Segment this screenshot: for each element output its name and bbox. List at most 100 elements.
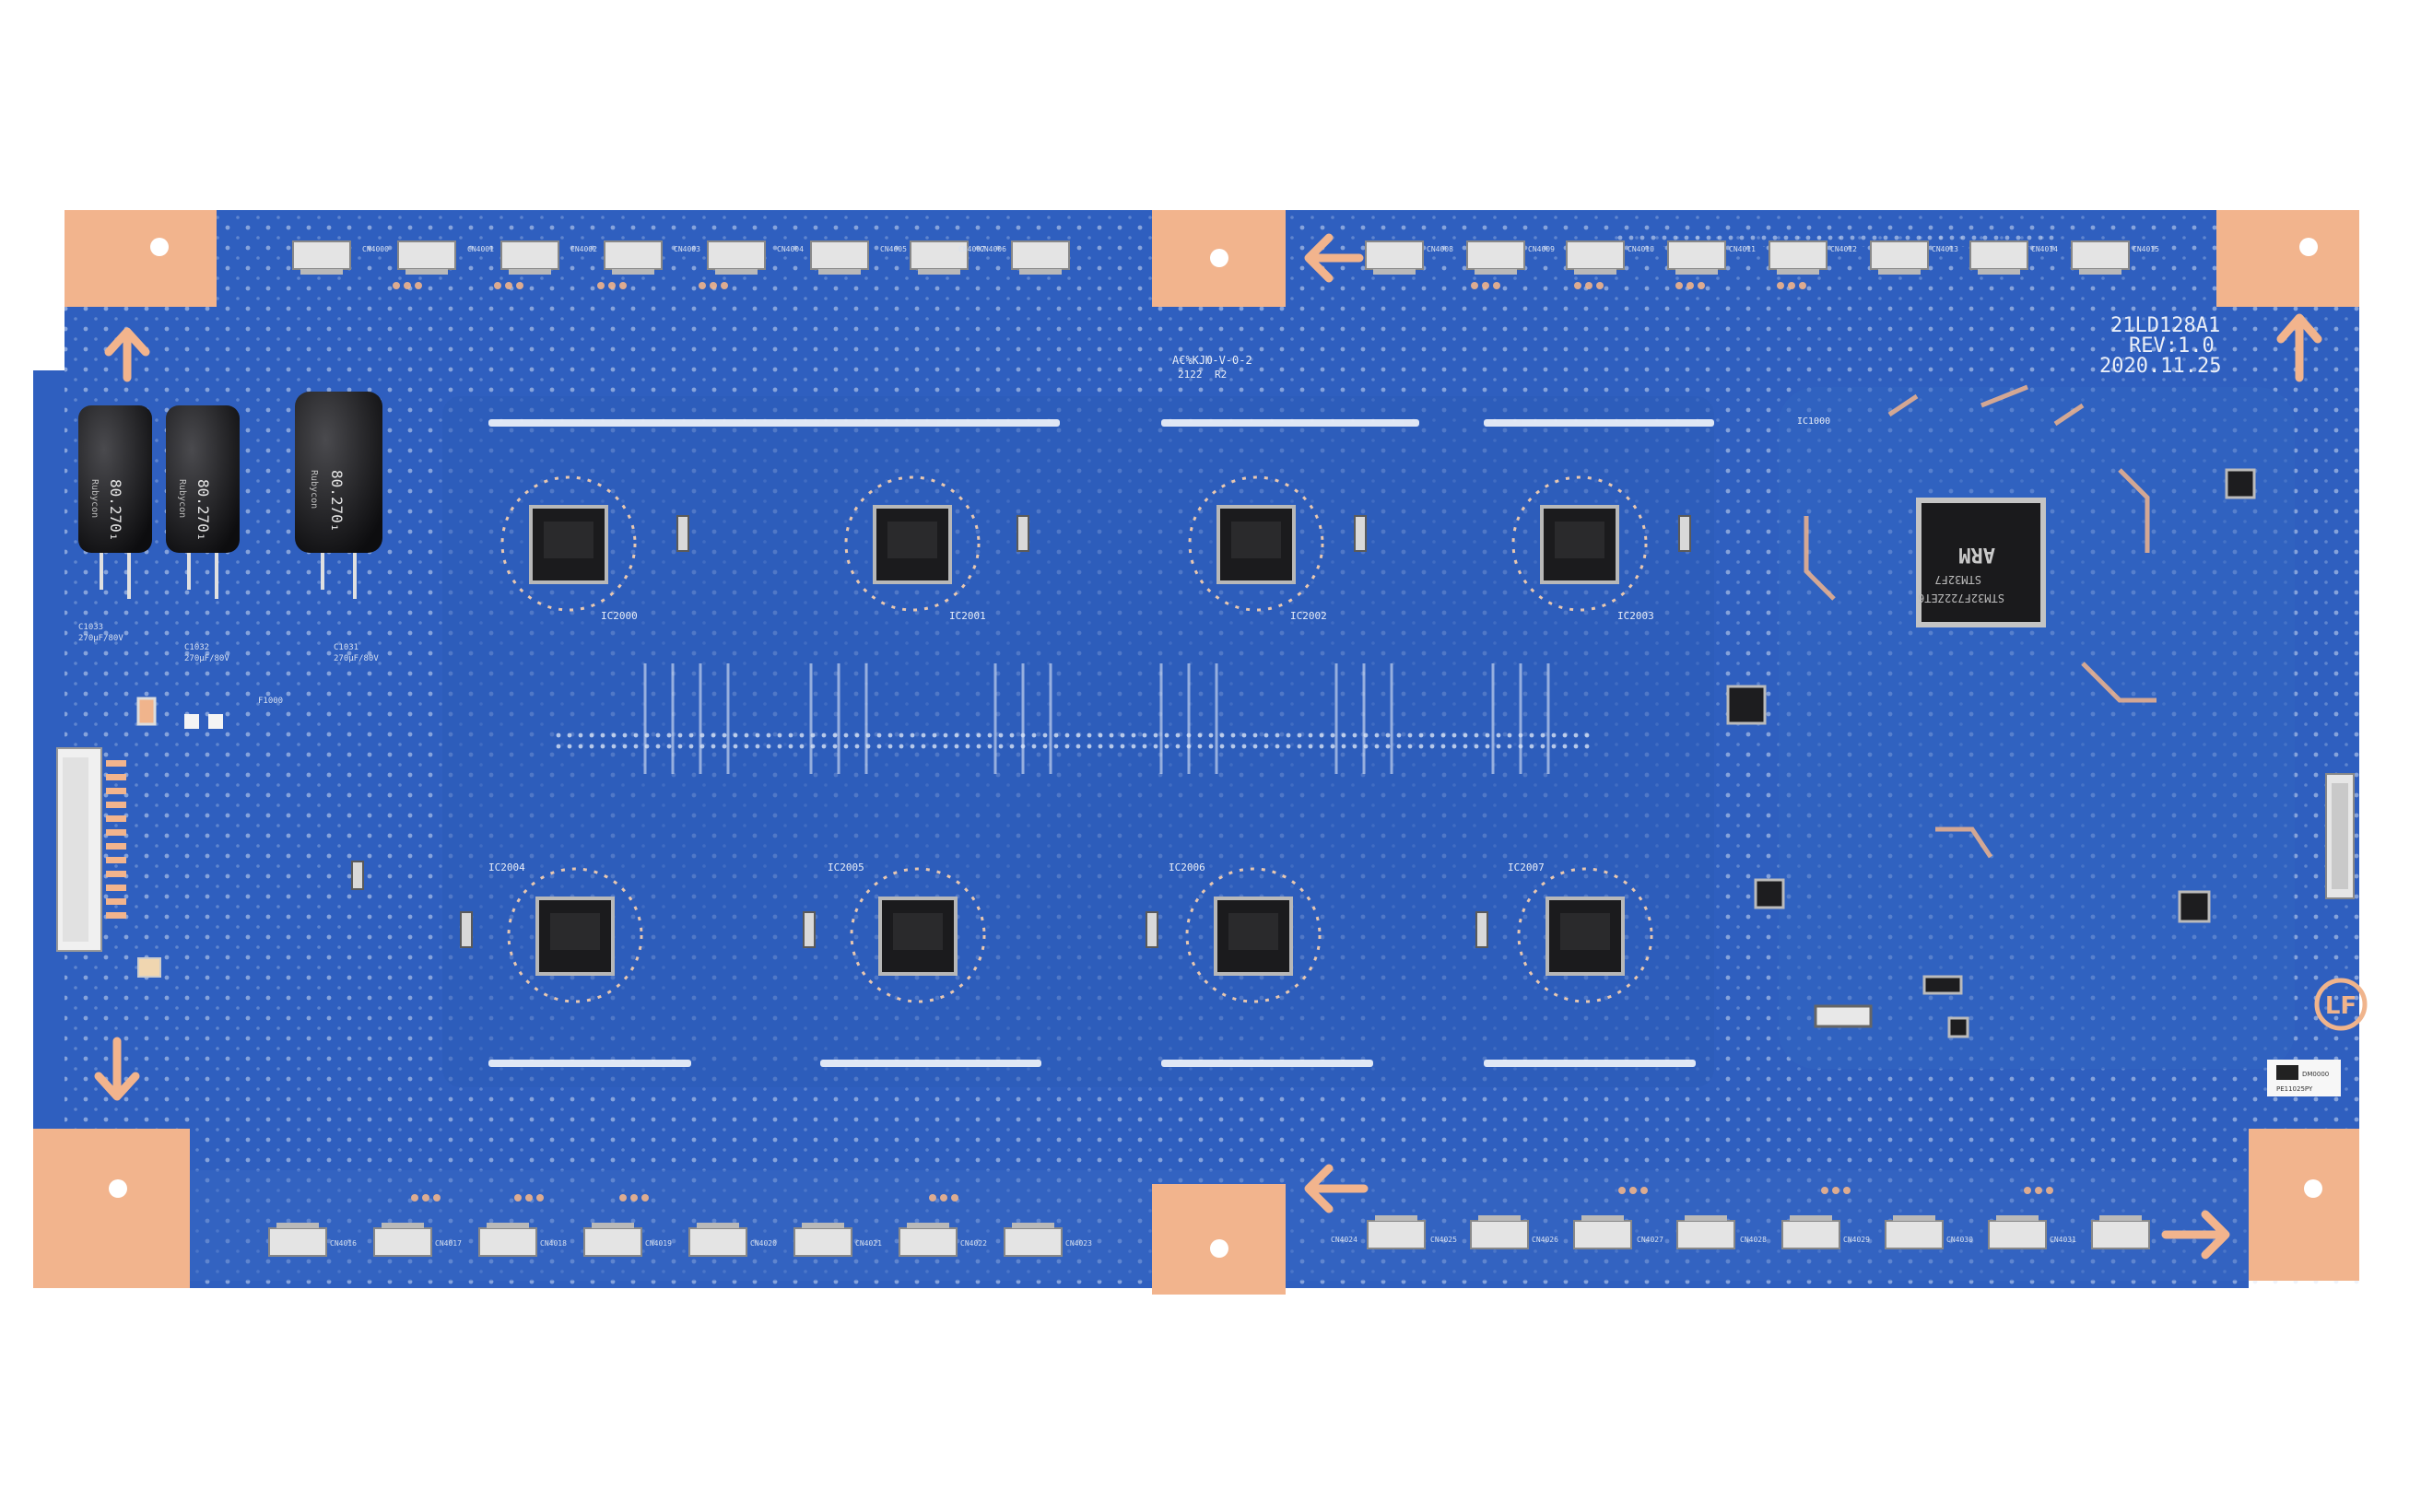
connector-label: CN4006 bbox=[980, 245, 1006, 253]
ic-label: IC2004 bbox=[488, 861, 525, 873]
mcu-part: STM32F722ZET6 bbox=[1918, 592, 2004, 604]
connector-label: CN4026 bbox=[1532, 1236, 1558, 1244]
mcu-brand: ARM bbox=[1958, 543, 1995, 566]
ic-label: IC2000 bbox=[601, 610, 638, 622]
connector-cn4024: CN4024 bbox=[1331, 1215, 1426, 1249]
connector-cn4004: CN4004 bbox=[707, 240, 804, 275]
connector-label: CN4011 bbox=[1729, 245, 1756, 253]
board-info: 21LD128A1 REV:1.0 2020.11.25 A€%KJЮ-V-0-… bbox=[1172, 314, 2221, 381]
ic-label: IC2002 bbox=[1290, 610, 1327, 622]
lead-free-label: LF bbox=[2325, 992, 2356, 1020]
connector-cn4001: CN4001 bbox=[397, 240, 494, 275]
fuse-label: F1000 bbox=[258, 697, 283, 706]
ic-2006: IC2006 bbox=[1169, 861, 1322, 1003]
connector-label: CN4029 bbox=[1843, 1236, 1870, 1244]
connector-label: CN4020 bbox=[750, 1239, 777, 1248]
connector-label: CN4009 bbox=[1528, 245, 1555, 253]
connector-label: CN4027 bbox=[1637, 1236, 1663, 1244]
capacitor-brand: Rubycon bbox=[89, 479, 100, 518]
lead-free-badge: LF bbox=[2314, 978, 2368, 1031]
capacitor-c1031: 80.270₁ Rubycon C1031 270µF/80V bbox=[295, 392, 382, 663]
mcu-chip: ARM STM32F7 STM32F722ZET6 IC1000 bbox=[1797, 416, 2046, 627]
bottom-connectors-left: CN4016 CN4017 CN4018 CN4019 CN4020 CN402… bbox=[268, 1223, 1092, 1257]
connector-label: CN4008 bbox=[1427, 245, 1453, 253]
mcu-part-short: STM32F7 bbox=[1934, 573, 1981, 586]
connector-label: CN4021 bbox=[855, 1239, 882, 1248]
connector-cn4028: CN4028 bbox=[1740, 1215, 1840, 1249]
sticker-line-2: PE11025PY bbox=[2276, 1085, 2313, 1093]
connector-label: CN4031 bbox=[2050, 1236, 2076, 1244]
mcu-ref: IC1000 bbox=[1797, 416, 1830, 427]
board-marking: A€%KJЮ-V-0-2 bbox=[1172, 354, 1252, 367]
connector-label: CN4002 bbox=[570, 245, 597, 253]
connector-cn4026: CN4026 bbox=[1532, 1215, 1632, 1249]
connector-cn4013: CN4013 bbox=[1870, 240, 1958, 275]
board-marking-sub: 2122 bbox=[1178, 369, 1203, 381]
connector-label: CN4019 bbox=[645, 1239, 672, 1248]
ic-2007: IC2007 bbox=[1508, 861, 1653, 1003]
capacitor-c1032: 80.270₁ Rubycon C1032 270µF/80V bbox=[166, 405, 240, 663]
capacitor-value: 80.270₁ bbox=[194, 479, 212, 541]
capacitor-value: 80.270₁ bbox=[107, 479, 124, 541]
capacitor-brand: Rubycon bbox=[309, 470, 319, 509]
barcode-sticker: DM0000 PE11025PY bbox=[2267, 1060, 2341, 1096]
ic-2002: IC2002 bbox=[1188, 475, 1327, 622]
fuse: F1000 bbox=[136, 697, 283, 978]
ic-label: IC2001 bbox=[949, 610, 986, 622]
top-connectors-left: CN4000 CN4001 CN4002 CN4003 CN4004 CN400… bbox=[292, 240, 1070, 275]
top-connectors-right: CN4008 CN4009 CN4010 CN4011 CN4012 CN401… bbox=[1365, 240, 2159, 275]
capacitor-rating: 270µF/80V bbox=[334, 654, 379, 663]
connector-cn4002: CN4002 bbox=[500, 240, 597, 275]
connector-label: CN4012 bbox=[1830, 245, 1857, 253]
mounting-pads bbox=[33, 210, 2359, 1295]
connector-label: CN4030 bbox=[1946, 1236, 1973, 1244]
capacitor-rating: 270µF/80V bbox=[78, 634, 123, 643]
ic-2000: IC2000 bbox=[500, 475, 638, 622]
capacitor-rating: 270µF/80V bbox=[184, 654, 229, 663]
ic-label: IC2005 bbox=[828, 861, 864, 873]
capacitor-ref: C1032 bbox=[184, 643, 209, 652]
connector-cn4017: CN4017 bbox=[373, 1223, 462, 1257]
connector-cn4007: CN4007 bbox=[958, 240, 1070, 275]
capacitor-value: 80.270₁ bbox=[328, 470, 346, 532]
connector-label: CN4017 bbox=[435, 1239, 462, 1248]
connector-cn4010: CN4010 bbox=[1566, 240, 1654, 275]
side-connector-right bbox=[2325, 773, 2355, 899]
board-revision: REV:1.0 bbox=[2129, 334, 2215, 357]
connector-cn4003: CN4003 bbox=[604, 240, 700, 275]
capacitor-brand: Rubycon bbox=[177, 479, 187, 518]
connector-label: CN4025 bbox=[1430, 1236, 1457, 1244]
connector-cn4020: CN4020 bbox=[688, 1223, 777, 1257]
ic-2005: IC2005 bbox=[828, 861, 986, 1003]
connector-cn4018: CN4018 bbox=[478, 1223, 567, 1257]
connector-label: CN4010 bbox=[1628, 245, 1654, 253]
ic-2003: IC2003 bbox=[1511, 475, 1654, 622]
connector-label: CN4015 bbox=[2133, 245, 2159, 253]
connector-cn4030: CN4030 bbox=[1946, 1215, 2047, 1249]
connector-label: CN4018 bbox=[540, 1239, 567, 1248]
connector-cn4006: CN4006 bbox=[910, 240, 1006, 275]
connector-label: CN4014 bbox=[2031, 245, 2058, 253]
connector-label: CN4013 bbox=[1932, 245, 1958, 253]
capacitor-ref: C1031 bbox=[334, 643, 358, 652]
connector-label: CN4016 bbox=[330, 1239, 357, 1248]
bottom-connectors-right: CN4024 CN4025 CN4026 CN4027 CN4028 CN402… bbox=[1331, 1215, 2150, 1249]
board-marking-r: R2 bbox=[1215, 369, 1227, 381]
connector-cn4027: CN4027 bbox=[1637, 1215, 1735, 1249]
connector-cn4016: CN4016 bbox=[268, 1223, 357, 1257]
connector-cn4000: CN4000 bbox=[292, 240, 389, 275]
ic-2004: IC2004 bbox=[488, 861, 643, 1003]
connector-cn4019: CN4019 bbox=[583, 1223, 672, 1257]
ic-label: IC2007 bbox=[1508, 861, 1545, 873]
connector-cn4023: CN4023 bbox=[1004, 1223, 1092, 1257]
connector-cn4021: CN4021 bbox=[793, 1223, 882, 1257]
connector-cn4014: CN4014 bbox=[1969, 240, 2058, 275]
board-model: 21LD128A1 bbox=[2110, 314, 2220, 337]
connector-label: CN4003 bbox=[674, 245, 700, 253]
ic-2001: IC2001 bbox=[844, 475, 986, 622]
connector-cn4029: CN4029 bbox=[1843, 1215, 1944, 1249]
capacitors: 80.270₁ Rubycon C1033 270µF/80V 80.270₁ … bbox=[78, 392, 382, 663]
connector-cn4005: CN4005 bbox=[810, 240, 907, 275]
ic-label: IC2003 bbox=[1617, 610, 1654, 622]
